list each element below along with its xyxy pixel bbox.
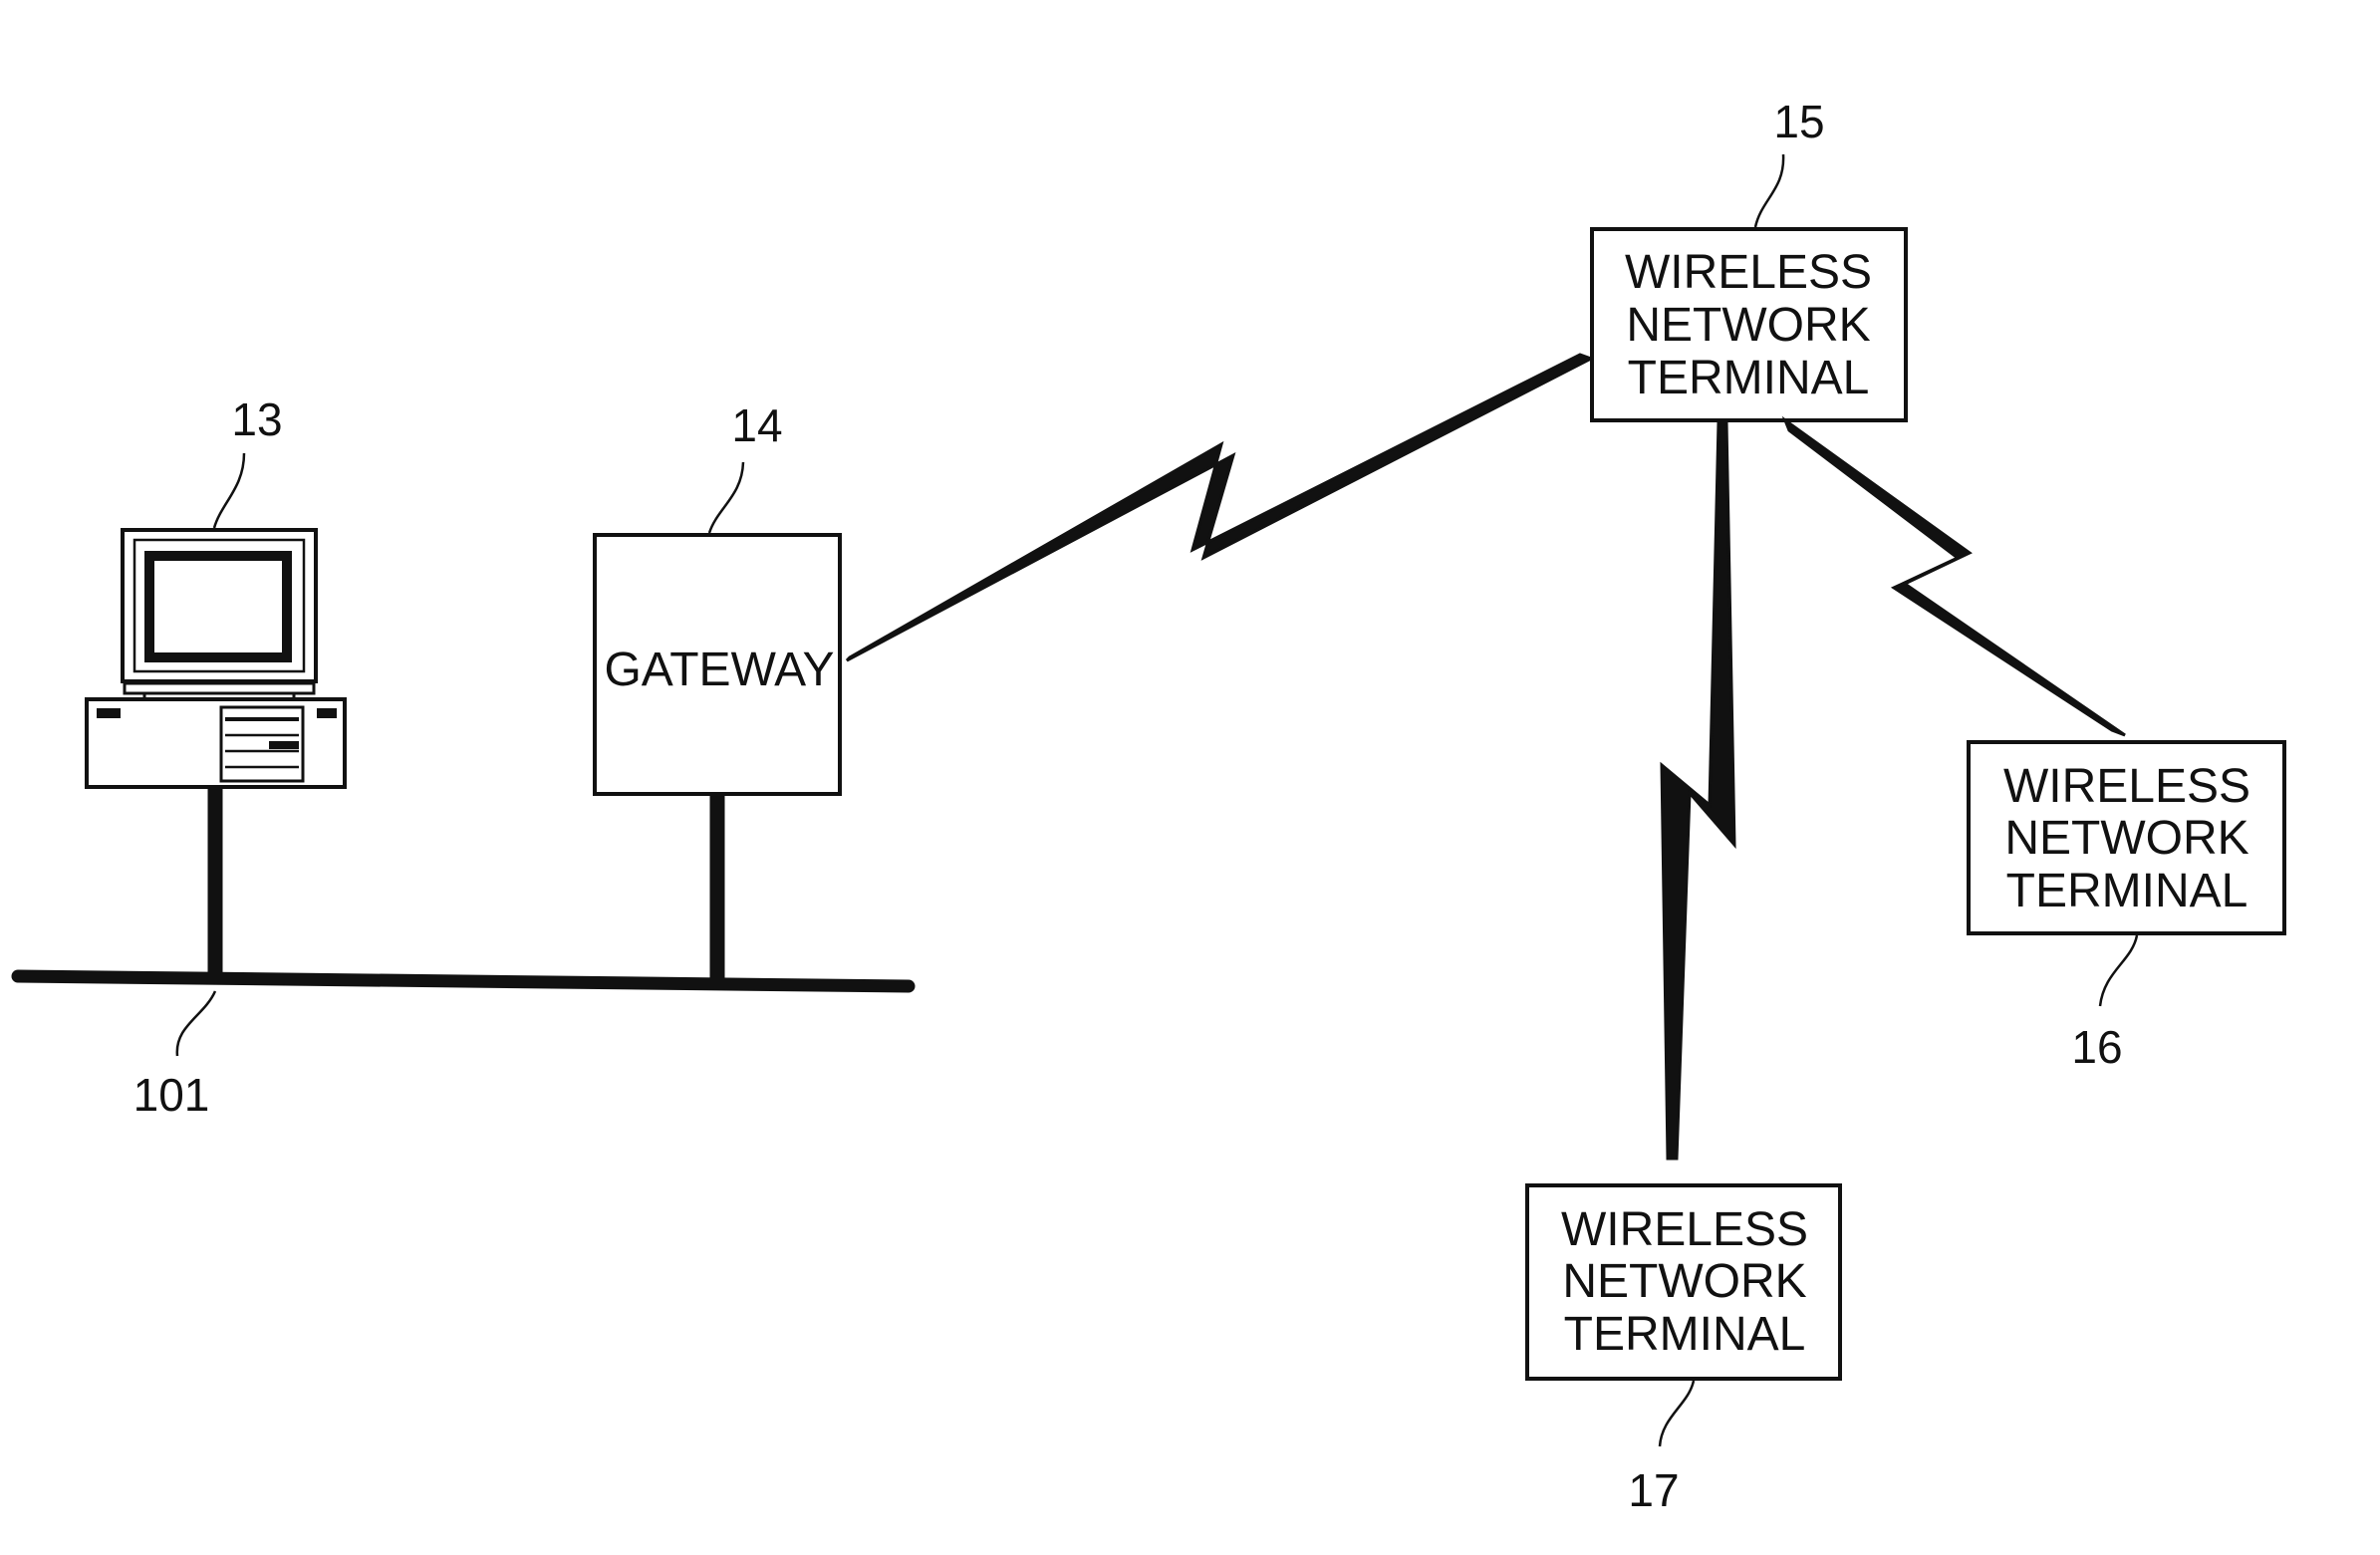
bus-leader [177,991,215,1056]
terminal-16-ref-label: 16 [2071,1021,2122,1073]
terminal-16-label-line-3: TERMINAL [2006,865,2248,917]
terminal-15-ref-label: 15 [1773,96,1824,147]
terminal-15-label-line-3: TERMINAL [1628,352,1870,404]
terminal-17-label-line-3: TERMINAL [1564,1308,1806,1361]
gateway-label: GATEWAY [604,644,834,696]
gateway-leader [709,462,743,533]
wireless-link-15-to-17 [1662,422,1734,1159]
wireless-link-15-to-16 [1785,420,2125,735]
terminal-17-ref-label: 17 [1628,1464,1679,1516]
terminal-17-label-line-2: NETWORK [1562,1255,1806,1308]
gateway-ref-label: 14 [731,399,782,451]
terminal-16-label-line-2: NETWORK [2004,812,2248,865]
terminal-17-label-line-1: WIRELESS [1561,1203,1808,1256]
terminal-15-leader [1755,154,1783,227]
bus-ref-label: 101 [133,1069,210,1121]
terminal-16-label-line-1: WIRELESS [2003,760,2250,813]
network-bus-line [18,976,909,986]
terminal-15-label-line-1: WIRELESS [1625,246,1872,299]
computer-leader [214,453,244,528]
wireless-link-gateway-to-15 [847,355,1591,660]
terminal-17-leader [1660,1381,1694,1446]
computer-ref-label: 13 [231,393,282,445]
terminal-15-label-line-2: NETWORK [1626,299,1870,352]
desktop-computer-icon [87,530,345,787]
terminal-16-leader [2100,935,2137,1006]
